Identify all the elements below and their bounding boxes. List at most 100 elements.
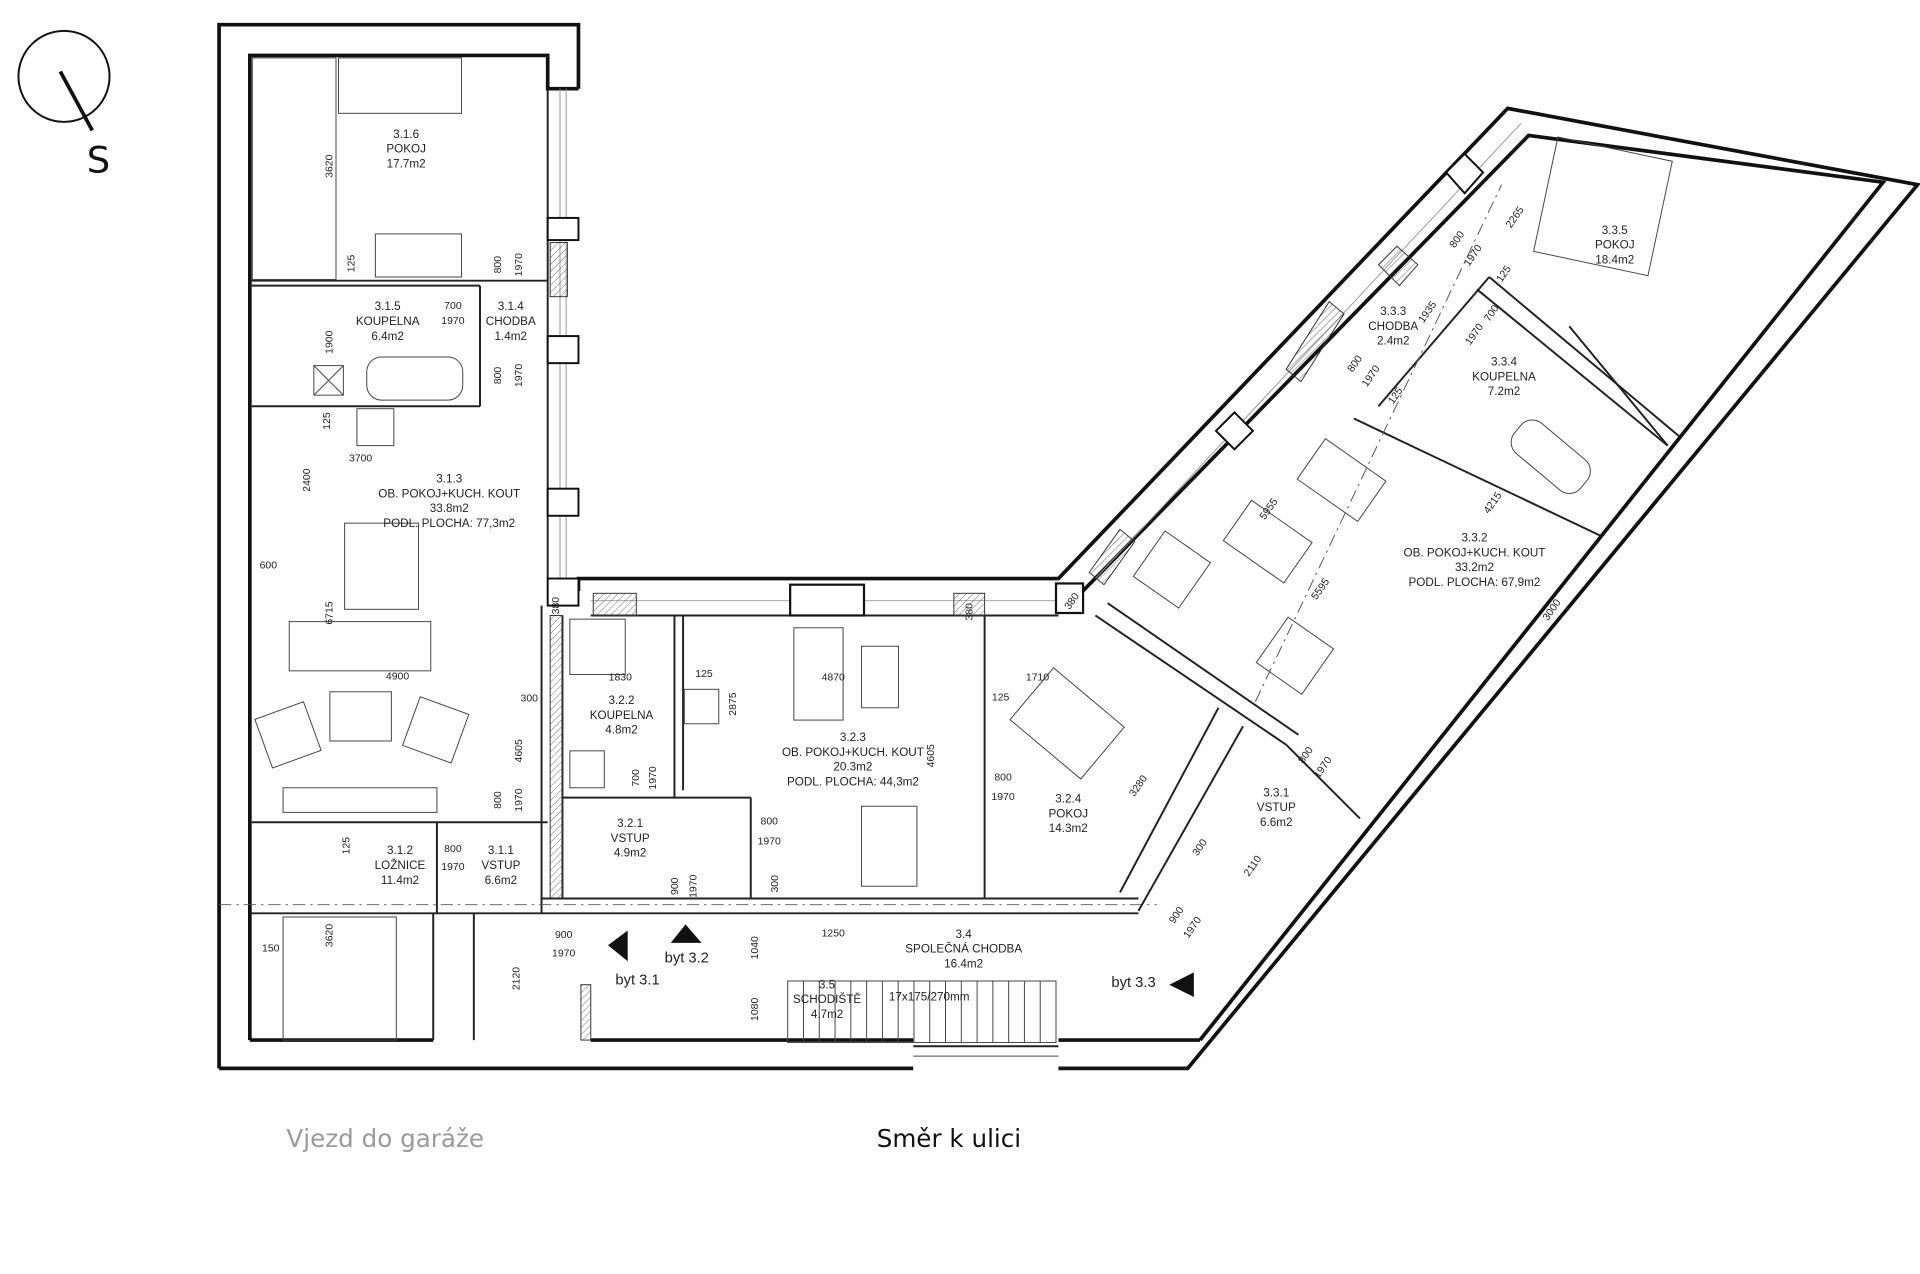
compass-icon: S xyxy=(17,29,111,181)
dimension-label: 125 xyxy=(346,255,357,273)
dimension-label: 4215 xyxy=(1482,490,1504,516)
dimension-label: 3700 xyxy=(349,454,372,465)
dimension-label: 1970 xyxy=(1182,915,1204,941)
dimension-label: 800 xyxy=(761,817,779,828)
room-name: OB. POKOJ+KUCH. KOUT xyxy=(378,487,520,500)
dimension-label: 1970 xyxy=(514,364,525,387)
dimension-label: 800 xyxy=(444,844,462,855)
room-area: 4.9m2 xyxy=(614,847,646,860)
dimension-label: 800 xyxy=(994,772,1012,783)
room-id: 3.1.2 xyxy=(387,844,413,857)
room-name: VSTUP xyxy=(481,859,520,872)
room-extra: PODL. PLOCHA: 77,3m2 xyxy=(383,517,515,530)
compass-label: S xyxy=(87,138,110,181)
dimension-label: 2400 xyxy=(302,468,313,491)
room-id: 3.3.4 xyxy=(1491,356,1517,369)
room-extra: 17x175/270mm xyxy=(889,991,970,1004)
dimension-label: 1970 xyxy=(1360,364,1382,390)
street-direction-label: Směr k ulici xyxy=(877,1124,1021,1153)
dimension-label: 800 xyxy=(493,256,504,274)
room-area: 33.8m2 xyxy=(430,502,469,515)
dimension-label: 125 xyxy=(992,692,1010,703)
dimension-label: 380 xyxy=(964,603,975,621)
dimension-label: 1830 xyxy=(609,673,632,684)
dimension-label: 2110 xyxy=(1242,854,1264,879)
entrance-label: byt 3.3 xyxy=(1111,975,1155,991)
room-extra: PODL. PLOCHA: 44,3m2 xyxy=(787,775,919,788)
room-name: OB. POKOJ+KUCH. KOUT xyxy=(1404,546,1546,559)
dimension-label: 900 xyxy=(1168,905,1187,926)
arrow-up-icon xyxy=(670,924,702,943)
dimension-label: 1900 xyxy=(324,330,335,353)
room-name: VSTUP xyxy=(1257,801,1296,814)
room-name: CHODBA xyxy=(486,315,536,328)
room-name: VSTUP xyxy=(611,832,650,845)
dimension-label: 800 xyxy=(493,791,504,809)
room-labels: 3.1.6POKOJ17.7m23.1.5KOUPELNA6.4m23.1.4C… xyxy=(356,128,1635,1021)
dimension-label: 800 xyxy=(1346,354,1365,375)
room-name: SCHODIŠTĚ xyxy=(793,993,861,1006)
dimension-label: 6715 xyxy=(324,601,335,624)
room-area: 4.7m2 xyxy=(811,1008,843,1021)
room-area: 6.6m2 xyxy=(485,874,517,887)
room-id: 3.3.1 xyxy=(1263,786,1289,799)
dimension-label: 4605 xyxy=(514,739,525,762)
room-id: 3.1.6 xyxy=(393,128,419,141)
dimension-label: 125 xyxy=(342,837,353,855)
room-id: 3.2.4 xyxy=(1055,793,1081,806)
room-id: 3.2.2 xyxy=(609,694,635,707)
dimension-label: 300 xyxy=(770,875,781,893)
dimension-label: 1970 xyxy=(441,316,464,327)
room-id: 3.3.3 xyxy=(1380,305,1406,318)
dimension-label: 2265 xyxy=(1504,205,1526,231)
room-area: 11.4m2 xyxy=(381,874,419,887)
dimension-label: 4900 xyxy=(386,671,409,682)
dimension-label: 3620 xyxy=(324,924,335,947)
room-name: OB. POKOJ+KUCH. KOUT xyxy=(782,746,924,759)
dimension-label: 125 xyxy=(695,669,713,680)
outer-walls xyxy=(217,22,1920,1071)
room-area: 2.4m2 xyxy=(1377,335,1409,348)
dimension-label: 900 xyxy=(555,930,573,941)
garage-entrance-label: Vjezd do garáže xyxy=(286,1124,484,1153)
dimension-label: 1250 xyxy=(822,929,845,940)
room-area: 1.4m2 xyxy=(495,330,527,343)
room-name: LOŽNICE xyxy=(375,859,426,872)
room-id: 3.5 xyxy=(819,978,836,991)
entrance-label: byt 3.2 xyxy=(665,951,709,967)
room-id: 3.2.3 xyxy=(840,731,866,744)
room-id: 3.3.5 xyxy=(1602,224,1628,237)
dimension-label: 1970 xyxy=(648,766,659,789)
dimension-label: 150 xyxy=(262,943,280,954)
room-name: POKOJ xyxy=(1048,807,1088,820)
entrance-byt-3-2: byt 3.2 xyxy=(665,924,709,967)
room-area: 14.3m2 xyxy=(1049,822,1088,835)
room-area: 16.4m2 xyxy=(944,957,983,970)
room-id: 3.3.2 xyxy=(1461,532,1487,545)
dimension-label: 380 xyxy=(551,597,562,615)
room-area: 17.7m2 xyxy=(387,157,426,170)
dimension-label: 1970 xyxy=(689,874,700,897)
dimension-label: 3620 xyxy=(324,154,335,177)
room-area: 33.2m2 xyxy=(1455,561,1494,574)
room-id: 3.1.3 xyxy=(436,473,462,486)
room-name: KOUPELNA xyxy=(356,315,420,328)
room-id: 3.2.1 xyxy=(617,817,643,830)
dimension-label: 1970 xyxy=(514,788,525,811)
room-name: POKOJ xyxy=(386,143,426,156)
dimension-label: 800 xyxy=(1297,745,1316,766)
